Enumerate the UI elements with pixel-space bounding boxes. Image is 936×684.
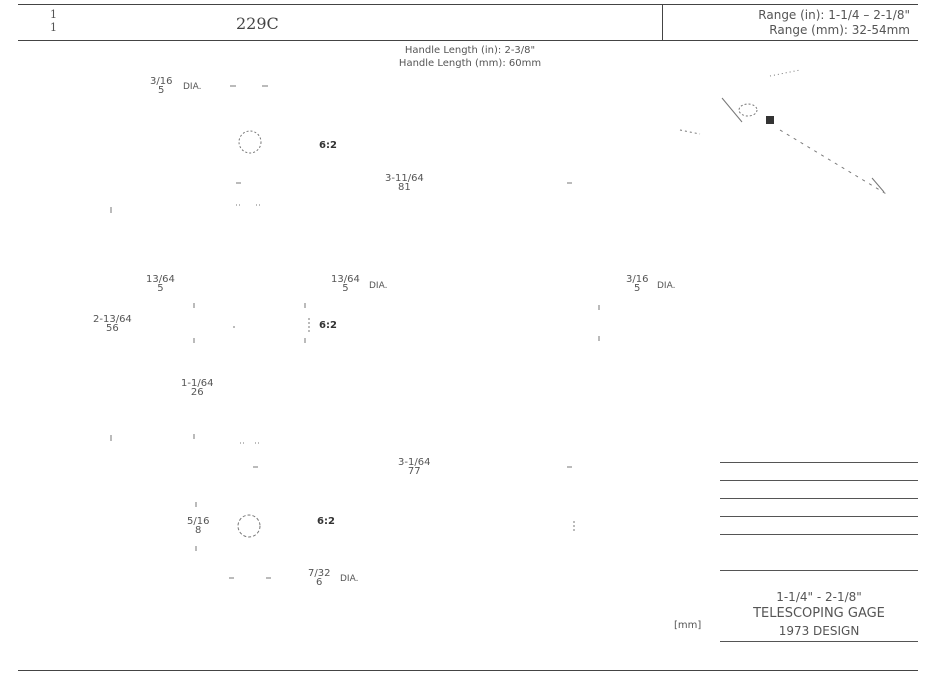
title-block-rule [720, 641, 918, 642]
part-number: 229C [236, 14, 279, 33]
title-block-rule [720, 534, 918, 535]
title-block-rule [720, 462, 918, 463]
range-mm-label: Range (mm): 32-54mm [769, 23, 910, 37]
sheet-number-bottom: 1 [50, 21, 57, 34]
iso-ellipse [738, 103, 758, 117]
range-in-label: Range (in): 1-1/4 – 2-1/8" [758, 8, 910, 22]
section-label-top: 6:2 [319, 140, 337, 151]
iso-line [769, 69, 801, 77]
title-design: 1973 DESIGN [778, 624, 860, 638]
header-bottom-rule [18, 40, 918, 41]
dim-d5-suffix: DIA. [657, 281, 676, 291]
iso-line [779, 129, 889, 196]
section-label-bottom: 6:2 [317, 516, 335, 527]
dim-d1-suffix: DIA. [183, 82, 202, 92]
handle-length-mm: Handle Length (mm): 60mm [398, 58, 542, 69]
title-block-rule [720, 480, 918, 481]
iso-line [721, 97, 743, 123]
dim-d4-suffix: DIA. [369, 281, 388, 291]
header-top-rule [18, 4, 918, 5]
header-divider [662, 4, 663, 40]
title-block-rule [720, 570, 918, 571]
top-view-circle [238, 130, 262, 154]
section-label-middle: 6:2 [319, 320, 337, 331]
footer-rule [18, 670, 918, 671]
title-name: TELESCOPING GAGE [753, 606, 885, 621]
iso-line [679, 129, 701, 135]
dim-d10-suffix: DIA. [340, 574, 359, 584]
title-range: 1-1/4" - 2-1/8" [776, 590, 862, 604]
title-block-rule [720, 498, 918, 499]
unit-label: [mm] [674, 620, 702, 631]
handle-length-in: Handle Length (in): 2-3/8" [404, 45, 536, 56]
bottom-view-circle [237, 514, 261, 538]
iso-block [766, 116, 774, 124]
iso-line [871, 177, 885, 193]
title-block-rule [720, 516, 918, 517]
sheet-number-top: 1 [50, 8, 57, 21]
